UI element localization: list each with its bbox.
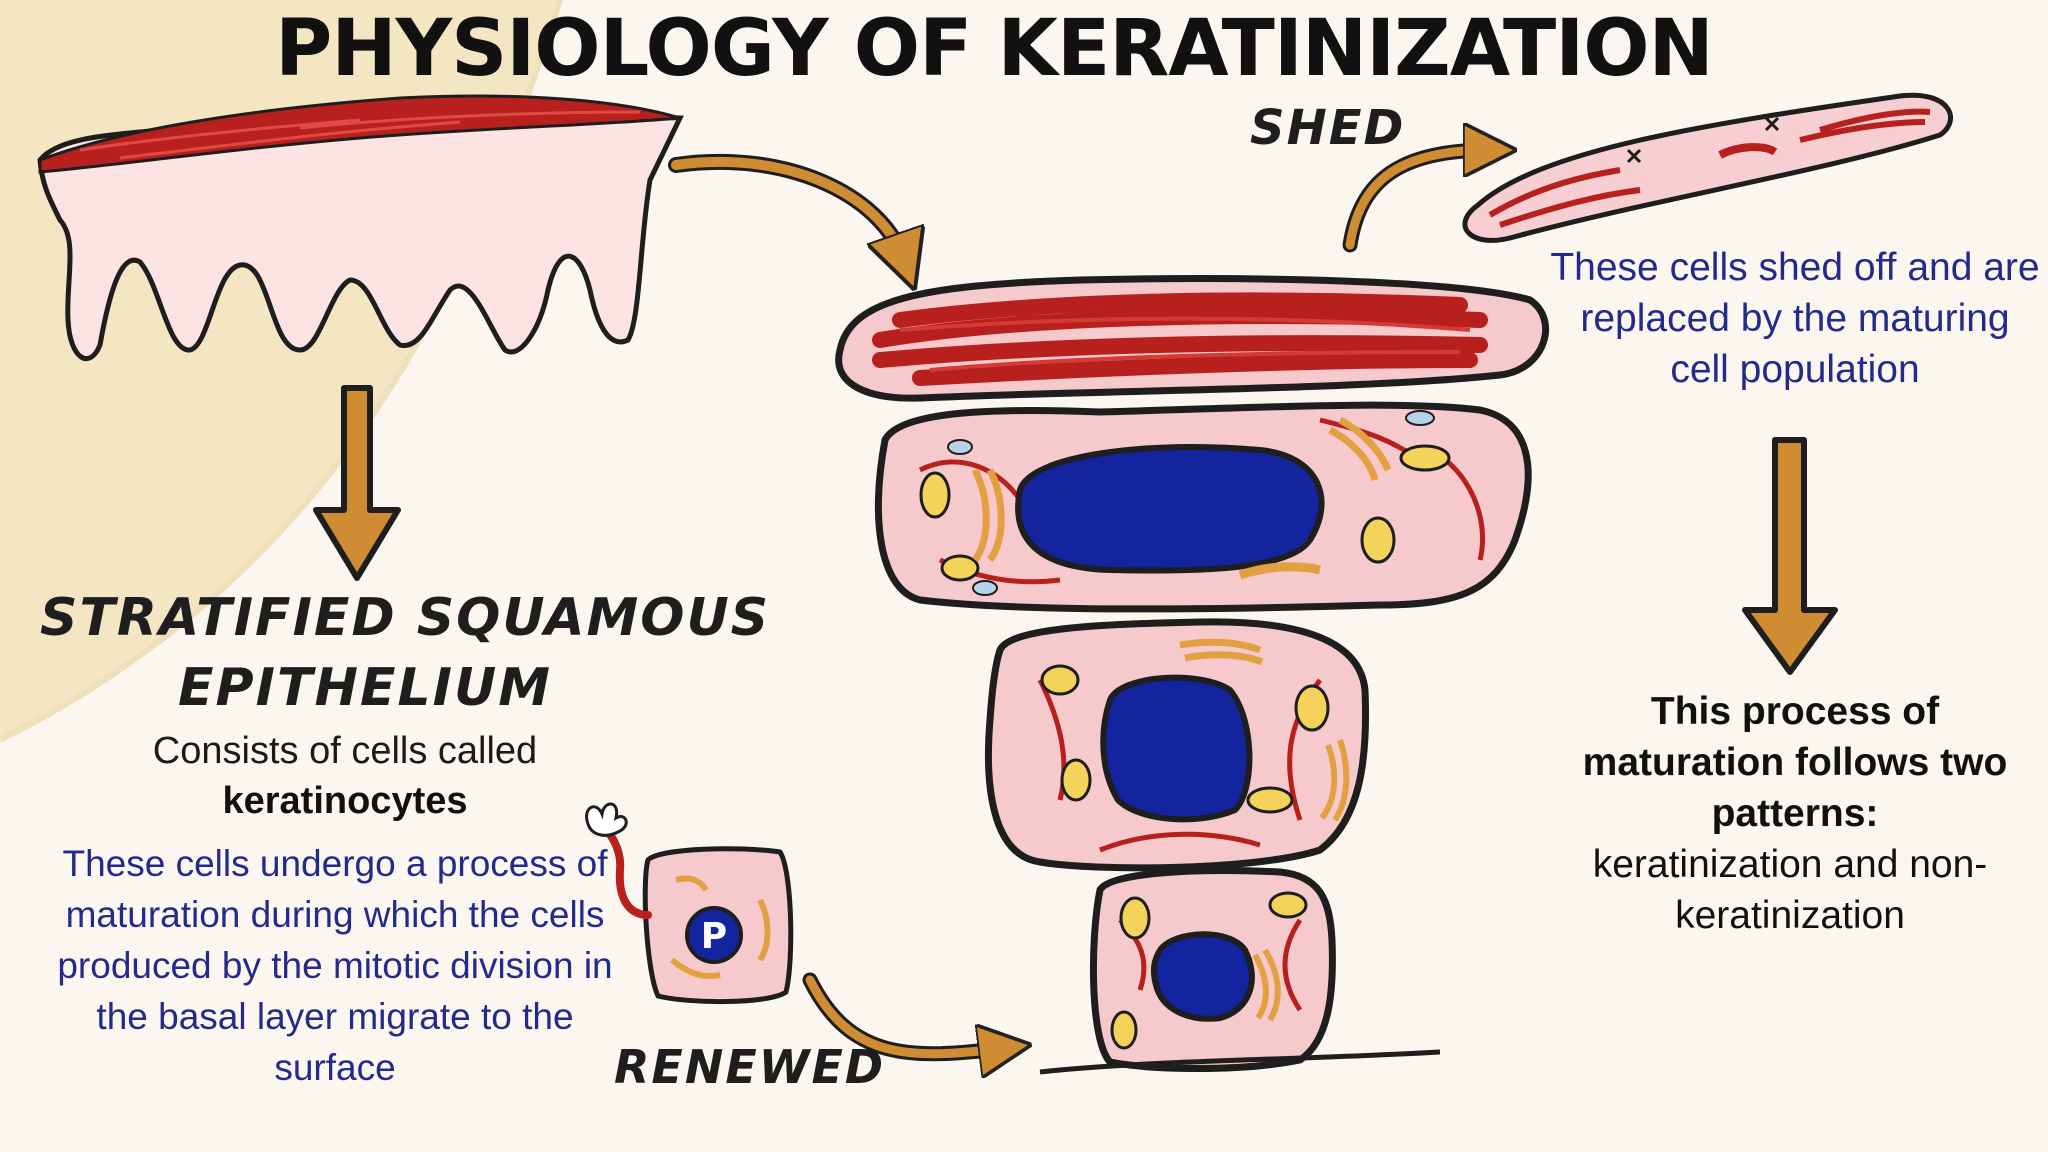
shed-description: These cells shed off and are replaced by…: [1550, 246, 2040, 391]
nucleus: [1150, 931, 1255, 1022]
spinous-cell: [985, 618, 1370, 872]
shed-label: SHED: [1250, 100, 1406, 156]
consists-text: Consists of cells called: [152, 730, 538, 772]
keratinized-cell: [835, 275, 1550, 402]
granular-cell: [874, 401, 1532, 613]
arrow-down-right: [1742, 437, 1838, 675]
keratinocytes-text: keratinocytes: [222, 780, 468, 822]
basal-cell: [1089, 867, 1336, 1072]
patterns-list: keratinization and non-keratinization: [1592, 843, 1988, 937]
epithelium-section: [37, 94, 684, 362]
basal-cell-marker-label: P: [701, 916, 727, 957]
basement-line: [1039, 1049, 1441, 1075]
stratified-heading-line2: EPITHELIUM: [178, 658, 552, 718]
stratified-heading-line1: STRATIFIED SQUAMOUS: [40, 588, 771, 648]
shed-cell: [1462, 92, 1953, 243]
nucleus: [1100, 674, 1253, 823]
keratin-fibers: [79, 110, 641, 160]
renewing-cell: P: [585, 802, 794, 1005]
basal-cell-marker: [685, 906, 743, 964]
arrow-down-left: [313, 385, 401, 581]
patterns-heading: This process of maturation follows two p…: [1582, 690, 2008, 835]
maturation-description: These cells undergo a process of maturat…: [57, 843, 613, 1088]
renewed-label: RENEWED: [614, 1040, 886, 1094]
nucleus: [1015, 444, 1325, 574]
page-title: PHYSIOLOGY OF KERATINIZATION: [275, 4, 1714, 94]
